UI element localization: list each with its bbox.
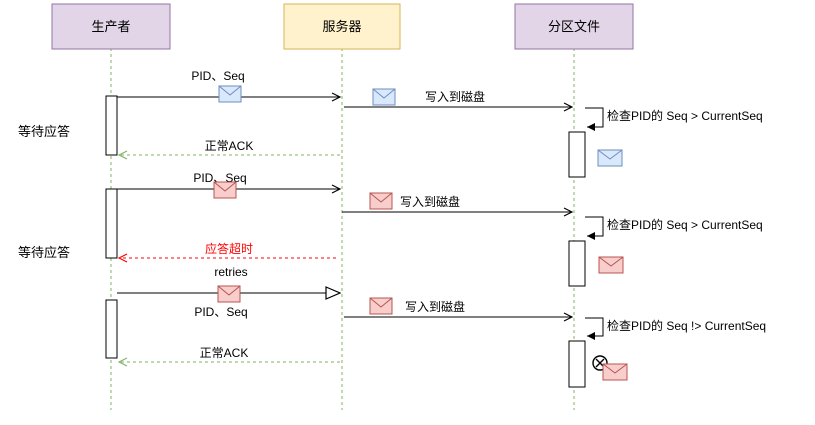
participant-server: 服务器	[283, 3, 401, 50]
send-1-label: PID、Seq	[191, 69, 244, 83]
side-label-wait-2: 等待应答	[18, 245, 70, 260]
check-3-label: 检查PID的 Seq !> CurrentSeq	[607, 318, 766, 333]
side-label-wait-1: 等待应答	[18, 124, 70, 139]
participant-partition-label: 分区文件	[548, 19, 600, 34]
participant-server-label: 服务器	[322, 19, 361, 34]
write-2-label: 写入到磁盘	[400, 194, 460, 209]
write-1-label: 写入到磁盘	[425, 89, 485, 104]
send-3-label: PID、Seq	[194, 305, 247, 319]
envelope-icon	[372, 88, 396, 106]
check-2-self-arrow	[585, 216, 604, 240]
envelope-icon	[369, 297, 393, 315]
producer-activation-1	[105, 95, 118, 156]
partition-activation-2	[568, 240, 586, 287]
partition-activation-1	[568, 131, 586, 178]
check-1-label: 检查PID的 Seq > CurrentSeq	[607, 108, 763, 123]
envelope-icon	[217, 285, 241, 303]
participant-producer-label: 生产者	[91, 19, 130, 34]
envelope-icon	[597, 149, 623, 167]
timeout-label: 应答超时	[205, 241, 253, 256]
check-1-self-arrow	[585, 107, 604, 131]
envelope-icon	[369, 192, 393, 210]
producer-activation-2	[105, 188, 118, 259]
ack-1-label: 正常ACK	[205, 139, 254, 153]
retries-label: retries	[214, 265, 247, 279]
envelope-icon	[213, 181, 237, 199]
ack-3-label: 正常ACK	[200, 346, 249, 360]
participant-producer: 生产者	[51, 3, 171, 50]
partition-activation-3	[568, 340, 586, 388]
envelope-icon	[602, 363, 628, 381]
write-3-label: 写入到磁盘	[405, 299, 465, 314]
envelope-icon	[218, 85, 242, 103]
producer-activation-3	[105, 299, 118, 359]
check-3-self-arrow	[585, 317, 604, 340]
participant-partition: 分区文件	[514, 3, 634, 50]
check-2-label: 检查PID的 Seq > CurrentSeq	[607, 217, 763, 232]
envelope-icon	[598, 256, 624, 274]
